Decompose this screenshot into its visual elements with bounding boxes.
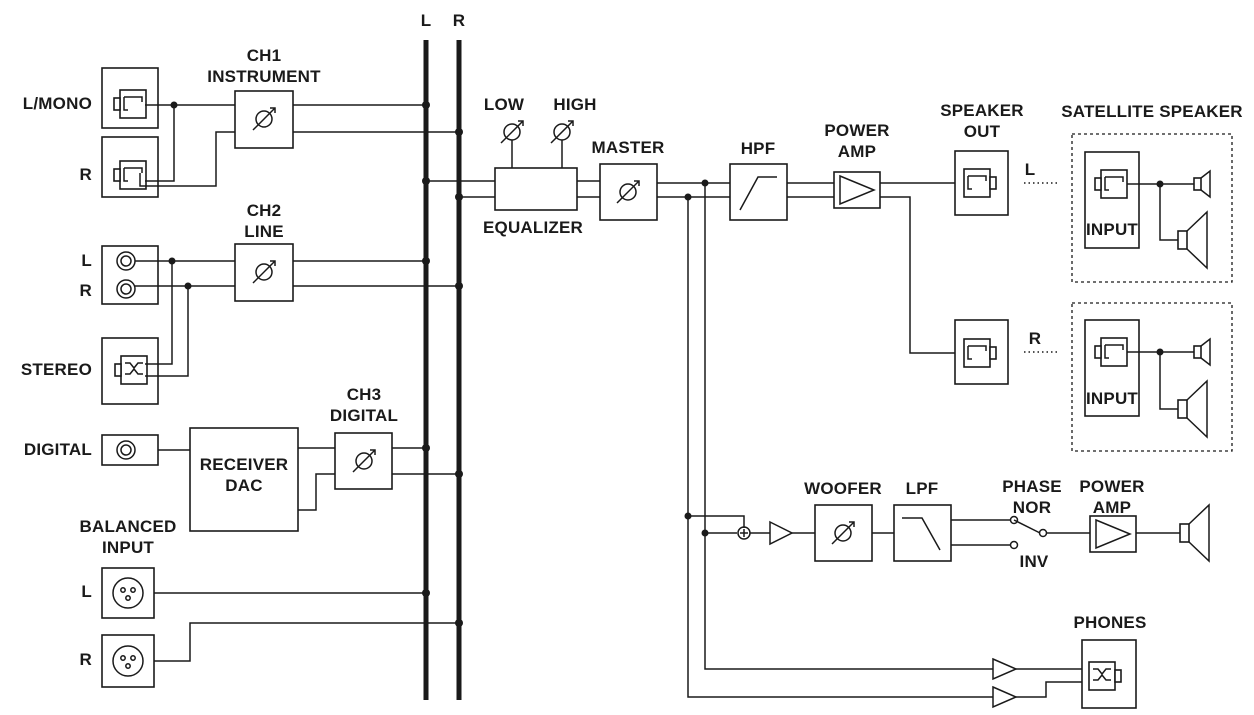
subwoofer-speaker-icon bbox=[1179, 504, 1210, 562]
eq-low-knob-icon bbox=[500, 120, 524, 144]
satellite-r-frame bbox=[1071, 302, 1233, 452]
hpf-box bbox=[729, 163, 788, 221]
speaker-out-r-label: R bbox=[1029, 329, 1041, 348]
master-label: MASTER bbox=[592, 138, 665, 157]
satellite-l-tweeter-icon bbox=[1193, 170, 1211, 198]
ch1-subtitle: INSTRUMENT bbox=[207, 67, 321, 86]
power-amp-triangle-icon bbox=[839, 174, 876, 206]
eq-low-label: LOW bbox=[484, 95, 525, 114]
satellite-speaker-title: SATELLITE SPEAKER bbox=[1061, 102, 1243, 121]
speaker-out-label-1: SPEAKER bbox=[940, 101, 1024, 120]
phase-switch-icon bbox=[1013, 519, 1041, 534]
woofer-label: WOOFER bbox=[804, 479, 882, 498]
satellite-r-woofer-icon bbox=[1177, 380, 1208, 438]
sub-power-amp-triangle-icon bbox=[1095, 518, 1132, 550]
phase-nor-contact-icon bbox=[1009, 515, 1019, 525]
phase-label: PHASE bbox=[1002, 477, 1062, 496]
sub-power-amp-label-2: AMP bbox=[1093, 498, 1131, 517]
rca-box bbox=[101, 245, 159, 305]
satellite-r-input-box bbox=[1084, 319, 1140, 417]
hpf-label: HPF bbox=[741, 139, 776, 158]
satellite-l-woofer-icon bbox=[1177, 211, 1208, 269]
phones-amp-r-icon bbox=[992, 685, 1018, 709]
lpf-label: LPF bbox=[906, 479, 939, 498]
lpf-box bbox=[893, 504, 952, 562]
phones-label: PHONES bbox=[1074, 613, 1147, 632]
dac-label: DAC bbox=[225, 476, 262, 495]
satellite-l-input-box bbox=[1084, 151, 1140, 249]
balanced-label: BALANCED bbox=[80, 517, 177, 536]
receiver-dac-box bbox=[189, 427, 299, 532]
line-l-label: L bbox=[81, 251, 92, 270]
bus-l-label: L bbox=[421, 11, 432, 30]
satellite-r-input-label: INPUT bbox=[1086, 389, 1138, 408]
balanced-input-label: INPUT bbox=[102, 538, 154, 557]
power-amp-label-1: POWER bbox=[824, 121, 889, 140]
hpf-curve-icon bbox=[739, 176, 777, 211]
power-amp-label-2: AMP bbox=[838, 142, 876, 161]
phase-nor-label: NOR bbox=[1013, 498, 1051, 517]
satellite-r-tweeter-icon bbox=[1193, 338, 1211, 366]
ch3-title: CH3 bbox=[347, 385, 382, 404]
line-r-label: R bbox=[80, 281, 92, 300]
eq-high-label: HIGH bbox=[553, 95, 596, 114]
satellite-l-frame bbox=[1071, 133, 1233, 283]
ch1-title: CH1 bbox=[247, 46, 282, 65]
lpf-curve-icon bbox=[902, 517, 941, 551]
input-l-mono-label: L/MONO bbox=[23, 94, 92, 113]
digital-jack-box bbox=[101, 434, 159, 466]
equalizer-box bbox=[494, 167, 578, 211]
xlr-l-box bbox=[101, 567, 155, 619]
ch2-title: CH2 bbox=[247, 201, 282, 220]
balanced-r-label: R bbox=[80, 650, 92, 669]
speaker-out-l-label: L bbox=[1025, 160, 1036, 179]
sub-power-amp-label-1: POWER bbox=[1079, 477, 1144, 496]
ch2-subtitle: LINE bbox=[244, 222, 284, 241]
eq-high-knob-icon bbox=[550, 120, 574, 144]
stereo-label: STEREO bbox=[21, 360, 92, 379]
receiver-label: RECEIVER bbox=[200, 455, 289, 474]
bus-r-label: R bbox=[453, 11, 465, 30]
digital-label: DIGITAL bbox=[24, 440, 92, 459]
input-r-label: R bbox=[80, 165, 92, 184]
phones-amp-l-icon bbox=[992, 657, 1018, 681]
balanced-l-label: L bbox=[81, 582, 92, 601]
phase-inv-contact-icon bbox=[1009, 540, 1019, 550]
equalizer-label: EQUALIZER bbox=[483, 218, 583, 237]
sub-buffer-amp-icon bbox=[769, 520, 794, 546]
speaker-out-label-2: OUT bbox=[964, 122, 1001, 141]
phase-inv-label: INV bbox=[1020, 552, 1049, 571]
ch3-subtitle: DIGITAL bbox=[330, 406, 398, 425]
xlr-r-box bbox=[101, 634, 155, 688]
satellite-l-input-label: INPUT bbox=[1086, 220, 1138, 239]
